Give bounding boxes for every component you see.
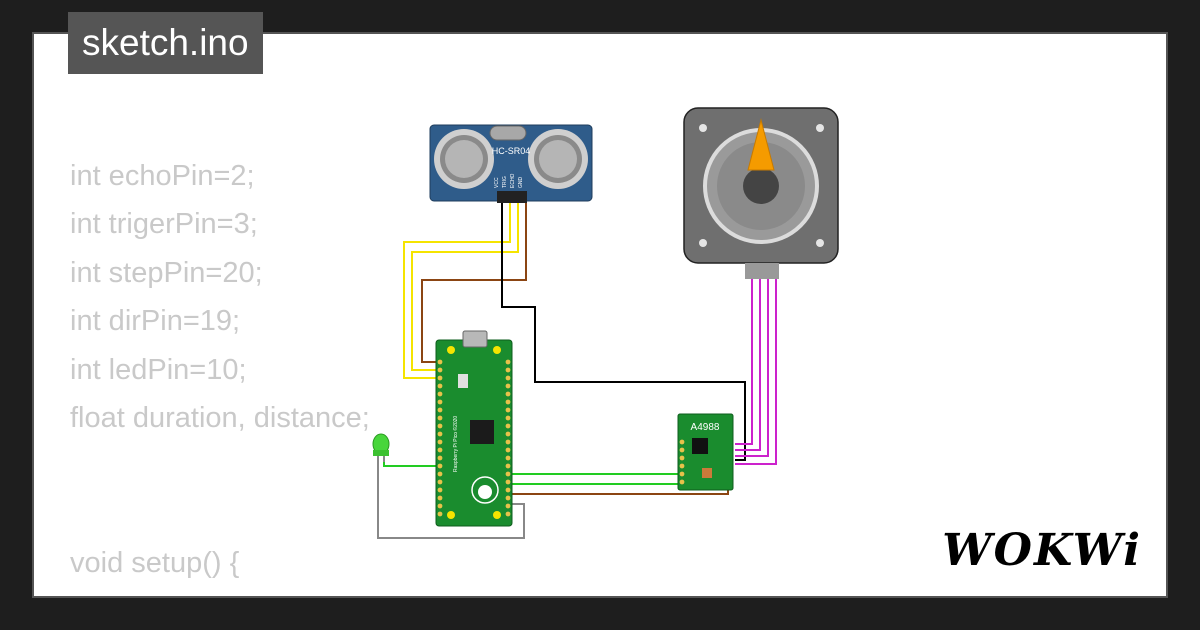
wire-trig-yellow [411,202,519,371]
sensor-pin-trig: TRIG [502,176,508,188]
pin-hole [437,439,443,445]
pin-hole [437,415,443,421]
pin-hole [437,455,443,461]
wire-echo-black [501,202,746,442]
pin-hole [437,423,443,429]
wire-gnd-brown [421,202,527,363]
pin-hole [505,471,511,477]
pin-hole [505,359,511,365]
code-line: void setup() { [70,547,240,580]
pico-pins-right [505,359,511,517]
pin-hole [505,503,511,509]
code-line: int dirPin=19; [70,305,241,338]
pin-hole [437,447,443,453]
code-line: int echoPin=2; [70,160,255,192]
pin-hole [505,487,511,493]
a4988-driver[interactable]: A4988 [677,413,734,491]
pico-label: Raspberry Pi Pico ©2020 [452,416,459,472]
wire-motor-2 [735,278,761,451]
pin-hole [437,367,443,373]
code-line: int trigerPin=3; [70,208,258,241]
pin-hole [505,415,511,421]
code-line: Serial.begin(115200); [70,588,370,597]
pin-hole [505,383,511,389]
code-editor[interactable]: int echoPin=2; int trigerPin=3; int step… [70,152,370,597]
raspberry-pi-pico[interactable]: Raspberry Pi Pico ©2020 [435,330,513,527]
pin-hole [505,399,511,405]
pin-hole [437,487,443,493]
pin-hole [505,423,511,429]
code-line: int ledPin=10; [70,353,247,386]
pin-hole [679,479,685,485]
wire-black-driver [735,442,746,461]
ultrasonic-sensor[interactable]: HC-SR04 VCC TRIG ECHO GND [429,124,593,203]
code-line: int stepPin=20; [70,256,263,289]
pin-hole [437,503,443,509]
pin-hole [679,439,685,445]
pin-hole [505,447,511,453]
pin-hole [505,367,511,373]
pin-hole [505,431,511,437]
pin-hole [679,455,685,461]
wokwi-logo: WOKWi [942,525,1142,576]
pin-hole [679,471,685,477]
circuit-diagram[interactable]: HC-SR04 VCC TRIG ECHO GND [34,34,1168,598]
pin-hole [505,391,511,397]
file-tab-title[interactable]: sketch.ino [68,12,263,74]
wire-vcc-yellow [403,202,511,379]
pico-pins-left [437,359,443,517]
pin-hole [505,407,511,413]
pin-hole [505,495,511,501]
preview-card: int echoPin=2; int trigerPin=3; int step… [32,32,1168,598]
wire-motor-3 [735,278,769,457]
sensor-pin-echo: ECHO [510,173,516,188]
wire-motor-4 [735,278,777,465]
pin-hole [437,399,443,405]
sensor-label: HC-SR04 [492,146,531,156]
pin-hole [679,463,685,469]
pin-hole [437,375,443,381]
pin-hole [437,511,443,517]
pin-hole [437,431,443,437]
led[interactable] [372,433,390,462]
driver-label: A4988 [691,422,720,433]
wire-led-green [383,460,438,467]
pin-hole [437,479,443,485]
pin-hole [679,447,685,453]
code-line: float duration, distance; [70,401,370,434]
pin-hole [505,375,511,381]
motor-pointer-icon [747,118,775,171]
sensor-pin-gnd: GND [518,177,524,189]
pin-hole [505,455,511,461]
pin-hole [505,439,511,445]
sensor-pin-vcc: VCC [494,177,500,188]
pin-hole [437,391,443,397]
pin-hole [437,463,443,469]
pin-hole [437,471,443,477]
pin-hole [437,495,443,501]
wire-motor-1 [735,278,753,445]
pin-hole [505,463,511,469]
pin-hole [437,359,443,365]
wires [377,202,777,539]
wire-led-gray [377,460,525,539]
pin-hole [505,511,511,517]
stepper-motor[interactable] [683,107,839,279]
pin-hole [437,407,443,413]
pin-hole [505,479,511,485]
pin-hole [437,383,443,389]
